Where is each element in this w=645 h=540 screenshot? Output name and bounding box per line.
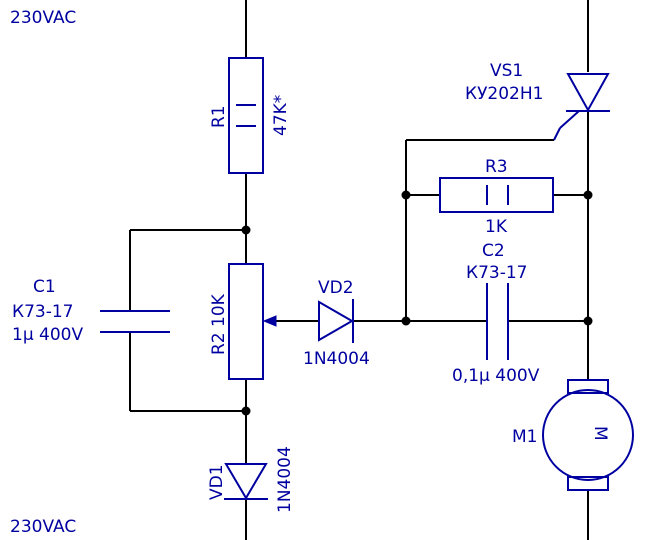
bottom-rail-label: 230VAC [10, 517, 76, 537]
resistor-r1: R1 47K* [209, 57, 291, 174]
c2-value: 0,1µ 400V [452, 366, 540, 386]
r3-ref: R3 [485, 157, 508, 177]
r2-value: 10K [209, 293, 229, 327]
vs1-ref: VS1 [490, 61, 523, 81]
r1-value: 47K* [271, 95, 291, 136]
c1-type: К73-17 [12, 302, 73, 322]
diode-vd2: VD2 1N4004 [303, 278, 370, 369]
left-branch-wires [129, 0, 247, 540]
resistor-r3: R3 1K [439, 157, 554, 237]
top-rail-label: 230VAC [10, 8, 76, 28]
right-branch-wires [265, 0, 589, 540]
thyristor-vs1: VS1 КУ202Н1 [465, 61, 610, 141]
r2-ref: R2 [209, 332, 229, 355]
m1-symbol: M [590, 426, 610, 441]
vd1-ref: VD1 [207, 464, 227, 500]
c2-ref: C2 [482, 241, 505, 261]
motor-m1: M M1 [512, 379, 634, 491]
capacitor-c1: C1 К73-17 1µ 400V [12, 277, 170, 345]
vd2-ref: VD2 [318, 278, 354, 298]
vs1-part: КУ202Н1 [465, 84, 543, 104]
potentiometer-r2: R2 10K [209, 263, 277, 380]
vd1-part: 1N4004 [275, 446, 295, 513]
c1-value: 1µ 400V [12, 325, 83, 345]
capacitor-c2: C2 К73-17 0,1µ 400V [452, 241, 540, 386]
r3-value: 1K [485, 217, 508, 237]
m1-ref: M1 [512, 427, 537, 447]
diode-vd1: VD1 1N4004 [207, 446, 295, 513]
c1-ref: C1 [33, 277, 56, 297]
c2-type: К73-17 [466, 263, 527, 283]
r2-label: R2 10K [209, 293, 229, 355]
vd2-part: 1N4004 [303, 349, 370, 369]
junction-dots [241, 190, 593, 416]
r1-ref: R1 [209, 105, 229, 128]
